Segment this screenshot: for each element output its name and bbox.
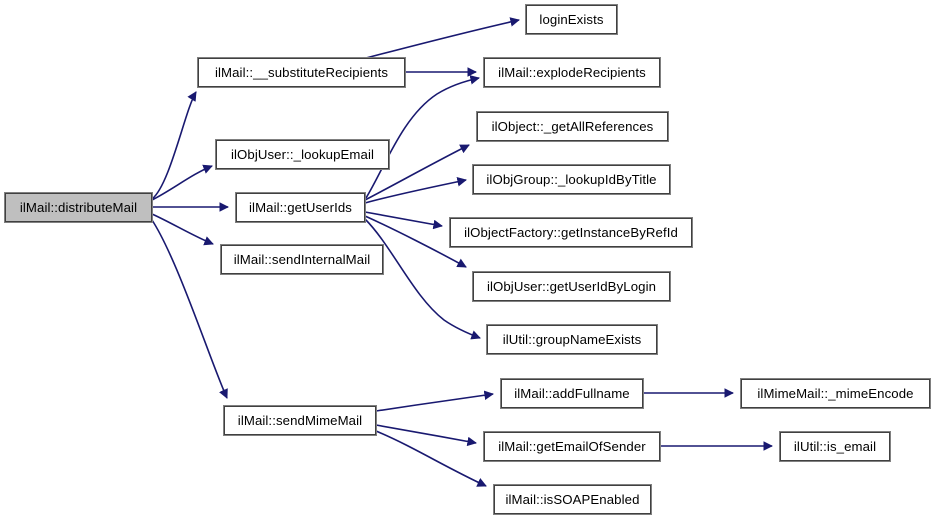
node-loginExists[interactable]: loginExists [525, 4, 618, 35]
node-getUserIds[interactable]: ilMail::getUserIds [235, 192, 366, 223]
edge-distributeMail-to-lookupEmail [151, 164, 213, 201]
node-getEmailOfSender[interactable]: ilMail::getEmailOfSender [483, 431, 661, 462]
edge-distributeMail-to-sendInternalMail [151, 213, 214, 246]
node-label-getUserIdByLogin: ilObjUser::getUserIdByLogin [486, 278, 657, 294]
node-label-distributeMail: ilMail::distributeMail [19, 199, 138, 215]
edge-getUserIds-to-groupNameExists [364, 218, 481, 340]
node-distributeMail[interactable]: ilMail::distributeMail [4, 192, 153, 223]
node-explodeRecipients[interactable]: ilMail::explodeRecipients [483, 57, 661, 88]
node-lookupEmail[interactable]: ilObjUser::_lookupEmail [215, 139, 390, 170]
edge-getUserIds-to-getUserIdByLogin [364, 215, 467, 268]
node-label-explodeRecipients: ilMail::explodeRecipients [498, 64, 646, 80]
node-sendInternalMail[interactable]: ilMail::sendInternalMail [220, 244, 384, 275]
node-substituteRecip[interactable]: ilMail::__substituteRecipients [197, 57, 406, 88]
node-label-lookupEmail: ilObjUser::_lookupEmail [230, 146, 375, 162]
node-label-isEmail: ilUtil::is_email [793, 438, 877, 454]
node-label-loginExists: loginExists [539, 11, 604, 27]
edge-getUserIds-to-lookupIdByTitle [364, 177, 467, 204]
node-label-getEmailOfSender: ilMail::getEmailOfSender [498, 438, 646, 454]
node-label-getAllReferences: ilObject::_getAllReferences [491, 118, 654, 134]
node-lookupIdByTitle[interactable]: ilObjGroup::_lookupIdByTitle [472, 164, 671, 195]
node-label-lookupIdByTitle: ilObjGroup::_lookupIdByTitle [486, 171, 657, 187]
node-getUserIdByLogin[interactable]: ilObjUser::getUserIdByLogin [472, 271, 671, 302]
edge-distributeMail-to-substituteRecip [151, 91, 197, 200]
node-label-getUserIds: ilMail::getUserIds [249, 199, 352, 215]
node-addFullname[interactable]: ilMail::addFullname [500, 378, 644, 409]
node-isSOAPEnabled[interactable]: ilMail::isSOAPEnabled [493, 484, 652, 515]
edge-substituteRecip-to-loginExists [365, 17, 520, 59]
edge-sendMimeMail-to-isSOAPEnabled [375, 430, 487, 487]
node-label-sendMimeMail: ilMail::sendMimeMail [237, 412, 363, 428]
node-groupNameExists[interactable]: ilUtil::groupNameExists [486, 324, 658, 355]
node-sendMimeMail[interactable]: ilMail::sendMimeMail [223, 405, 377, 436]
node-label-isSOAPEnabled: ilMail::isSOAPEnabled [505, 491, 640, 507]
edge-sendMimeMail-to-addFullname [375, 390, 494, 412]
node-label-addFullname: ilMail::addFullname [514, 385, 630, 401]
node-label-sendInternalMail: ilMail::sendInternalMail [233, 251, 371, 267]
node-mimeEncode[interactable]: ilMimeMail::_mimeEncode [740, 378, 931, 409]
node-getAllReferences[interactable]: ilObject::_getAllReferences [476, 111, 669, 142]
node-label-substituteRecip: ilMail::__substituteRecipients [214, 64, 389, 80]
node-isEmail[interactable]: ilUtil::is_email [779, 431, 891, 462]
edge-getUserIds-to-getAllReferences [364, 144, 470, 201]
edge-distributeMail-to-sendMimeMail [151, 219, 228, 399]
node-label-getInstanceByRefId: ilObjectFactory::getInstanceByRefId [464, 224, 678, 240]
edge-sendMimeMail-to-getEmailOfSender [375, 424, 477, 447]
edge-getUserIds-to-getInstanceByRefId [364, 211, 443, 230]
edges-group [151, 17, 773, 487]
edge-getUserIds-to-explodeRecipients [365, 75, 480, 199]
node-label-mimeEncode: ilMimeMail::_mimeEncode [757, 385, 914, 401]
node-getInstanceByRefId[interactable]: ilObjectFactory::getInstanceByRefId [449, 217, 693, 248]
node-label-groupNameExists: ilUtil::groupNameExists [502, 331, 642, 347]
